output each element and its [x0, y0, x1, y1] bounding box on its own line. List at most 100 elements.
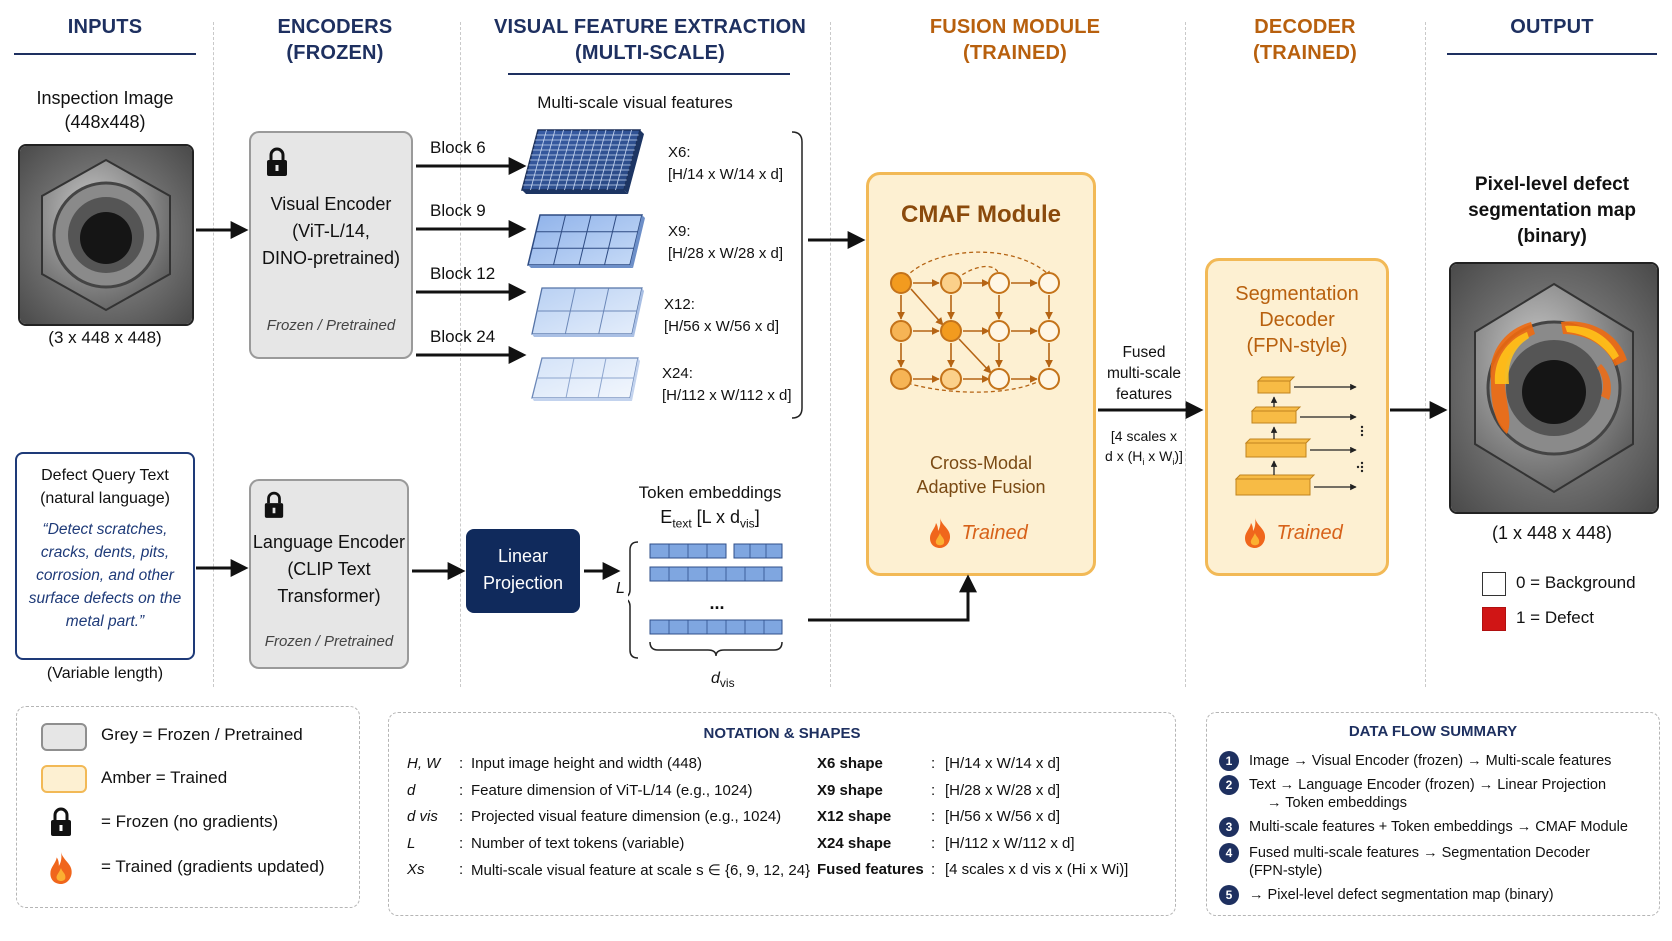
notation-box: NOTATION & SHAPES H, W:Input image heigh… [388, 712, 1176, 916]
header-rule [14, 53, 196, 55]
data-flow-title: DATA FLOW SUMMARY [1348, 723, 1518, 740]
flame-icon [1245, 518, 1266, 548]
notation-colon: : [931, 755, 936, 772]
header-rule [508, 73, 790, 75]
data-flow-box: DATA FLOW SUMMARY 1 Image → Visual Encode… [1206, 712, 1660, 916]
step-text: → Pixel-level defect segmentation map (b… [1249, 887, 1554, 903]
arrow-tokens-to-cmaf [808, 574, 977, 622]
header-output: OUTPUT [1510, 16, 1594, 38]
header-fusion-module: FUSION MODULE(TRAINED) [929, 16, 1101, 64]
color-legend-box: Grey = Frozen / Pretrained Amber = Train… [16, 706, 360, 908]
header-rule [1447, 53, 1657, 55]
multiscale-title: Multi-scale visual features [537, 93, 733, 112]
flame-icon [930, 518, 951, 548]
fused-features-shape: [4 scales x d x (Hi x Wi)] [1105, 428, 1183, 467]
fusion-graph-diagram [890, 251, 1060, 393]
notation-title: NOTATION & SHAPES [703, 725, 861, 742]
notation-description: Number of text tokens (variable) [471, 834, 685, 852]
x24-label: X24:[H/112 x W/112 x d] [662, 365, 792, 404]
query-title: Defect Query Text(natural language) [40, 467, 170, 507]
notation-colon: : [931, 781, 936, 799]
query-length-label: (Variable length) [46, 665, 164, 682]
x6-grid [521, 129, 644, 194]
step-text: Image → Visual Encoder (frozen) → Multi-… [1249, 753, 1612, 769]
cmaf-trained-tag: Trained [927, 517, 1028, 551]
notation-colon: : [931, 834, 936, 852]
lock-icon [264, 491, 284, 518]
inspection-image [18, 144, 194, 326]
x9-label: X9:[H/28 x W/28 x d] [668, 223, 784, 262]
step-number-badge: 1 [1219, 751, 1239, 771]
step-text-continued: → Token embeddings [1267, 795, 1407, 811]
header-decoder: DECODER(TRAINED) [1252, 16, 1357, 64]
notation-symbol: d [407, 781, 416, 799]
fpn-diagram [1234, 376, 1364, 496]
notation-symbol: Fused features [817, 861, 924, 878]
legend-amber-label: Amber = Trained [101, 768, 228, 787]
defect-legend-label: 1 = Defect [1516, 608, 1594, 627]
notation-symbol: X24 shape [817, 834, 892, 852]
column-divider [460, 22, 461, 687]
block-12-label: Block 12 [430, 264, 496, 283]
step-text: Multi-scale features + Token embeddings … [1249, 819, 1628, 835]
x12-label: X12:[H/56 x W/56 x d] [664, 296, 780, 335]
step-number-badge: 3 [1219, 817, 1239, 837]
query-text: “Detect scratches, cracks, dents, pits, … [28, 521, 182, 630]
notation-colon: : [459, 834, 464, 852]
notation-description: Multi-scale visual feature at scale s ∈ … [471, 862, 811, 879]
notation-symbol: d vis [407, 808, 438, 825]
x9-grid [527, 214, 645, 268]
legend-flame-label: = Trained (gradients updated) [101, 857, 325, 876]
lock-icon [51, 807, 71, 836]
notation-colon: : [459, 781, 464, 799]
defect-swatch [1482, 607, 1506, 631]
block-9-label: Block 9 [430, 201, 486, 220]
notation-description: [H/28 x W/28 x d] [945, 781, 1061, 799]
x24-grid [531, 357, 640, 401]
legend-grey-label: Grey = Frozen / Pretrained [101, 725, 303, 744]
notation-symbol: X9 shape [817, 781, 883, 799]
inspection-image-title: Inspection Image(448x448) [36, 88, 174, 132]
features-bracket [791, 131, 803, 419]
step-text: Text → Language Encoder (frozen) → Linea… [1249, 777, 1607, 793]
token-ellipsis: ... [709, 593, 725, 613]
notation-symbol: Xs [407, 861, 425, 878]
amber-swatch [41, 765, 87, 793]
header-visual-feature-extraction: VISUAL FEATURE EXTRACTION(MULTI-SCALE) [493, 16, 807, 64]
column-divider [1185, 22, 1186, 687]
notation-colon: : [931, 861, 936, 878]
token-embeddings-title: Token embeddings [638, 483, 782, 502]
step-text-continued: (FPN-style) [1249, 863, 1323, 879]
visual-encoder-label: Visual Encoder(ViT-L/14,DINO-pretrained) [261, 194, 401, 268]
visual-encoder-box: Visual Encoder(ViT-L/14,DINO-pretrained)… [249, 131, 413, 359]
background-legend-label: 0 = Background [1516, 573, 1636, 592]
notation-description: Projected visual feature dimension (e.g.… [471, 808, 782, 825]
cmaf-module-box: CMAF Module [866, 172, 1096, 576]
notation-description: [4 scales x d vis x (Hi x Wi)] [945, 861, 1129, 878]
legend-lock-label: = Frozen (no gradients) [101, 812, 279, 831]
defect-query-box: Defect Query Text(natural language) “Det… [15, 452, 195, 660]
output-shape-label: (1 x 448 x 448) [1491, 523, 1613, 543]
background-swatch [1482, 572, 1506, 596]
notation-colon: : [459, 861, 464, 878]
x6-label: X6:[H/14 x W/14 x d] [668, 144, 784, 183]
token-embedding-matrix [628, 541, 783, 659]
cmaf-title: CMAF Module [901, 201, 1061, 228]
column-divider [213, 22, 214, 687]
notation-symbol: X6 shape [817, 755, 883, 772]
notation-symbol: H, W [407, 755, 441, 772]
block-24-label: Block 24 [430, 327, 496, 346]
language-encoder-status: Frozen / Pretrained [264, 633, 394, 650]
x12-grid [531, 287, 644, 337]
notation-symbol: X12 shape [817, 808, 892, 825]
decoder-trained-tag: Trained [1242, 517, 1343, 551]
step-number-badge: 4 [1219, 843, 1239, 863]
token-L-label: L [616, 580, 625, 597]
